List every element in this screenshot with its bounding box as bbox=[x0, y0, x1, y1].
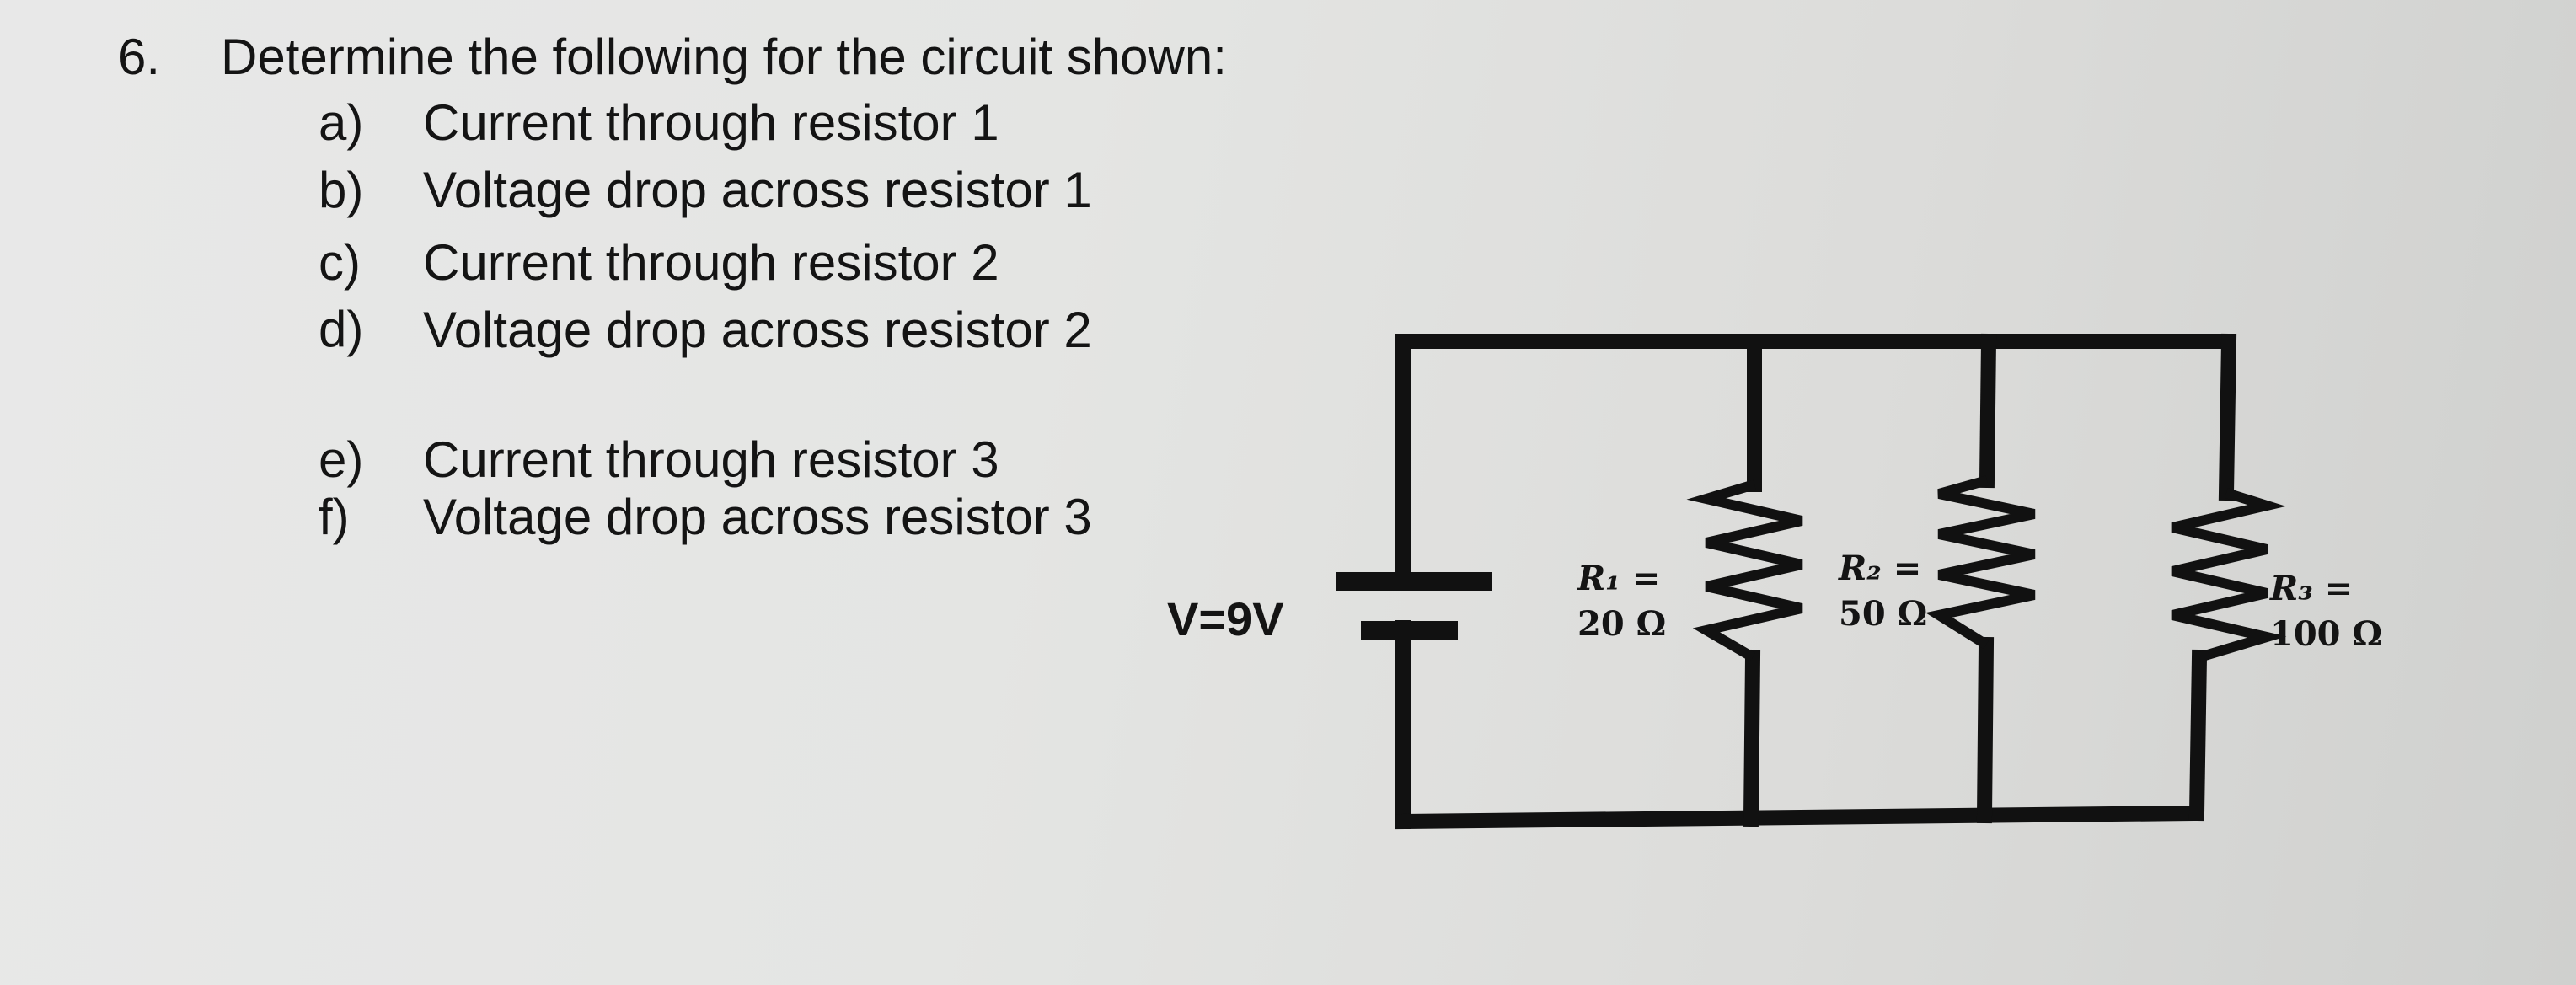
part-d-letter: d) bbox=[319, 301, 364, 357]
part-e-text: Current through resistor 3 bbox=[423, 431, 999, 488]
part-c-text: Current through resistor 2 bbox=[423, 234, 999, 291]
part-f-letter: f) bbox=[319, 489, 350, 545]
part-d-text: Voltage drop across resistor 2 bbox=[423, 302, 1092, 358]
part-c-letter: c) bbox=[319, 234, 361, 291]
question-number: 6. bbox=[118, 29, 161, 85]
part-a-letter: a) bbox=[319, 94, 364, 151]
resistor-1-name: R₁ = bbox=[1577, 559, 1661, 598]
resistor-3-name: R₃ = bbox=[2270, 569, 2354, 608]
resistor-3-label: R₃ = 100 Ω bbox=[2270, 566, 2382, 657]
resistor-3-value: 100 Ω bbox=[2270, 614, 2383, 654]
resistor-1-value: 20 Ω bbox=[1577, 604, 1667, 644]
circuit-diagram bbox=[1336, 333, 2287, 830]
part-b-letter: b) bbox=[319, 162, 364, 218]
resistor-2-zigzag bbox=[1925, 475, 2036, 650]
part-a-text: Current through resistor 1 bbox=[423, 94, 999, 151]
branch-2-bottom bbox=[1976, 636, 1995, 824]
branch-1-bottom bbox=[1743, 649, 1761, 827]
resistor-2-label: R₂ = 50 Ω bbox=[1839, 546, 1927, 637]
part-b-text: Voltage drop across resistor 1 bbox=[423, 162, 1092, 218]
part-e-letter: e) bbox=[319, 431, 364, 488]
resistor-2-value: 50 Ω bbox=[1839, 594, 1928, 634]
part-f-text: Voltage drop across resistor 3 bbox=[423, 489, 1092, 545]
branch-3-bottom bbox=[2188, 649, 2208, 822]
branch-3-top bbox=[2218, 333, 2237, 501]
voltage-label: V=9V bbox=[1167, 592, 1284, 645]
question-title: Determine the following for the circuit … bbox=[221, 29, 1227, 85]
resistor-2-name: R₂ = bbox=[1839, 549, 1922, 588]
battery-symbol bbox=[1336, 572, 1492, 640]
resistor-1-label: R₁ = 20 Ω bbox=[1577, 556, 1666, 647]
branch-2-top bbox=[1979, 333, 1997, 489]
bottom-wire bbox=[1395, 805, 2204, 830]
resistor-1-zigzag bbox=[1686, 479, 1803, 662]
resistor-3-zigzag bbox=[2171, 488, 2287, 662]
